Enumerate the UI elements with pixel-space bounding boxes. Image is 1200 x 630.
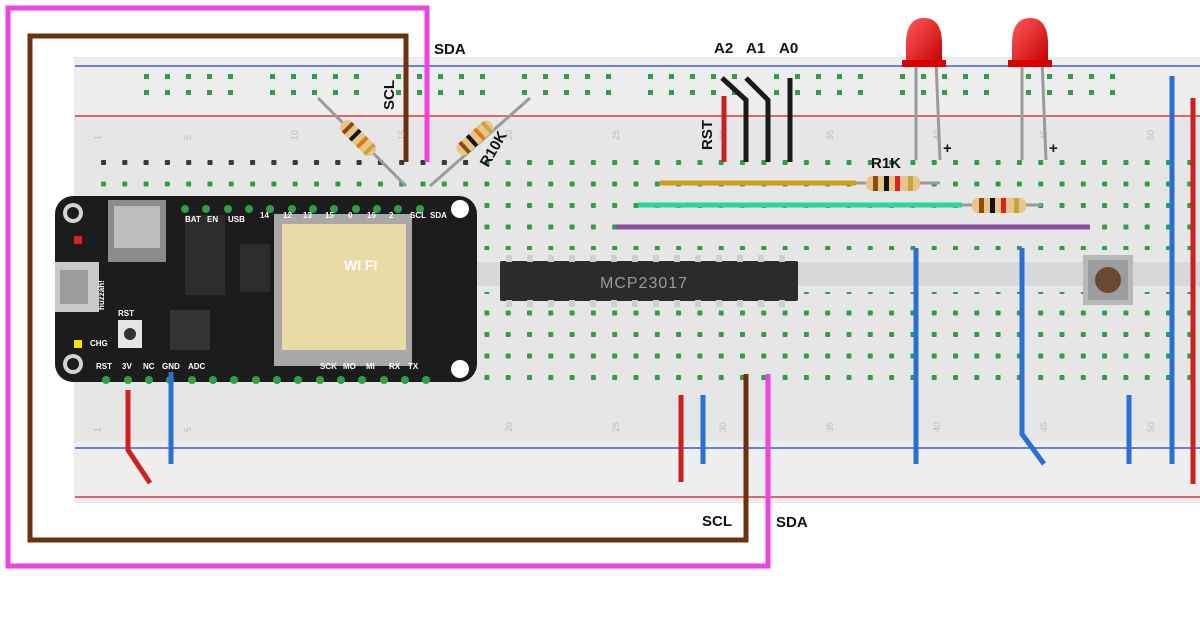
pin-label-0: 0 [348, 211, 353, 220]
svg-text:30: 30 [718, 422, 728, 432]
svg-text:45: 45 [1039, 422, 1049, 432]
pin-label-13: 13 [303, 211, 312, 220]
scl-brown-wire [27, 33, 749, 543]
svg-text:20: 20 [504, 130, 514, 140]
bottom-rail-holes-visible [144, 459, 244, 487]
svg-text:50: 50 [1146, 422, 1156, 432]
pin-label-bat: BAT [185, 215, 201, 224]
pin-label-scl: SCL [410, 211, 426, 220]
svg-text:40: 40 [932, 130, 942, 140]
pin-label-rst: RST [96, 362, 112, 371]
svg-text:15: 15 [397, 130, 407, 140]
chip-label: MCP23017 [600, 275, 688, 292]
resistor-led1 [850, 176, 940, 191]
svg-text:35: 35 [825, 130, 835, 140]
svg-text:1: 1 [93, 135, 103, 140]
wifi-label: WI FI [344, 257, 377, 273]
svg-text:10: 10 [290, 130, 300, 140]
pin-label-nc: NC [143, 362, 155, 371]
pin-label-16: 16 [367, 211, 376, 220]
feather-huzzah-board: BAT EN USB 14 12 13 15 0 16 2 SCL SDA RS… [55, 196, 477, 384]
svg-text:5: 5 [183, 427, 193, 432]
pin-label-15: 15 [325, 211, 334, 220]
pin-label-tx: TX [408, 362, 419, 371]
pin-label-gnd: GND [162, 362, 180, 371]
label-plus-2: + [1049, 140, 1058, 157]
label-rst: RST [699, 120, 716, 150]
label-scl-bottom: SCL [702, 513, 732, 530]
label-a2: A2 [714, 40, 733, 57]
bottom-pin-row [102, 376, 430, 384]
label-plus-1: + [943, 140, 952, 157]
svg-text:5: 5 [183, 135, 193, 140]
pin-label-sck: SCK [320, 362, 337, 371]
resistor-scl-pullup [316, 96, 408, 188]
label-sda-top: SDA [434, 41, 466, 58]
pin-label-3v: 3V [122, 362, 132, 371]
label-a1: A1 [746, 40, 765, 57]
power-jumpers [125, 76, 1196, 485]
address-jumpers [720, 76, 793, 162]
label-a0: A0 [779, 40, 798, 57]
pin-label-mi: MI [366, 362, 375, 371]
pin-label-sda: SDA [430, 211, 447, 220]
pin-label-en: EN [207, 215, 218, 224]
svg-text:25: 25 [611, 130, 621, 140]
board-name-label: huzzah! [97, 280, 106, 310]
svg-text:20: 20 [504, 422, 514, 432]
pin-label-14: 14 [260, 211, 269, 220]
pin-label-usb: USB [228, 215, 245, 224]
board-rst-label: RST [118, 309, 134, 318]
pin-label-2: 2 [389, 211, 394, 220]
resistor-sda-pullup [429, 96, 531, 188]
label-sda-bottom: SDA [776, 514, 808, 531]
red-led-2 [1008, 18, 1052, 161]
red-led-dot [74, 236, 82, 244]
svg-text:40: 40 [932, 422, 942, 432]
pin-label-adc: ADC [188, 362, 206, 371]
pin-label-rx: RX [389, 362, 401, 371]
svg-text:35: 35 [825, 422, 835, 432]
red-led-1 [902, 18, 946, 161]
label-scl-top: SCL [381, 80, 398, 110]
yellow-led-dot [74, 340, 82, 348]
pin-label-mo: MO [343, 362, 356, 371]
label-r1k: R1K [871, 155, 901, 172]
mcp23017-chip: MCP23017 [500, 255, 798, 307]
board-chg-label: CHG [90, 339, 108, 348]
push-button [1083, 255, 1133, 305]
svg-text:1: 1 [93, 427, 103, 432]
sda-magenta-wire [5, 5, 771, 569]
resistor-led2 [960, 198, 1042, 213]
svg-text:25: 25 [611, 422, 621, 432]
pin-label-12: 12 [283, 211, 292, 220]
svg-text:50: 50 [1146, 130, 1156, 140]
chip-square [170, 310, 210, 350]
top-pin-row [181, 205, 424, 213]
